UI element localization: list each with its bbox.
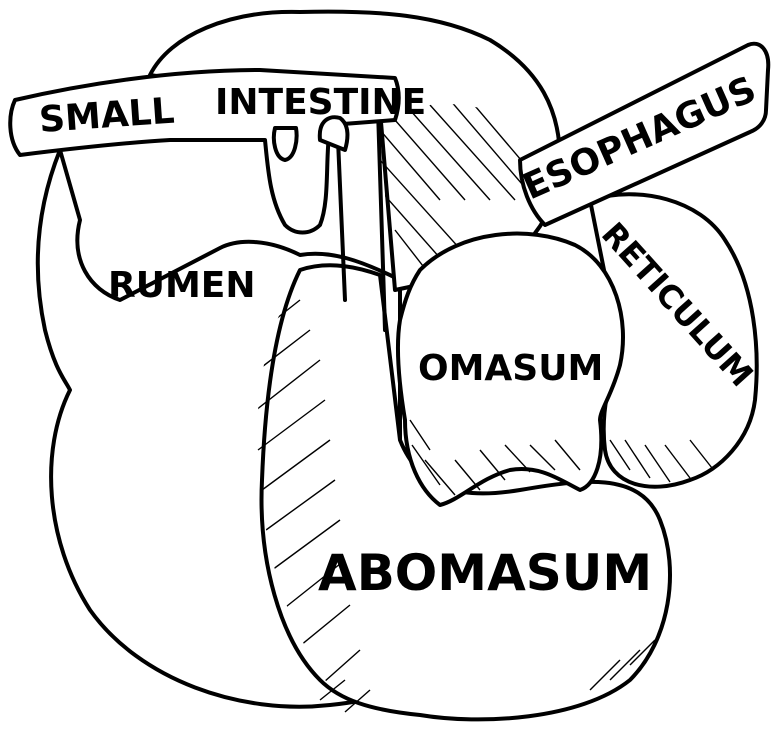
label-abomasum: ABOMASUM <box>318 544 652 602</box>
label-omasum: OMASUM <box>418 348 603 389</box>
label-intestine: INTESTINE <box>215 82 426 123</box>
intestine-loop-left <box>274 128 297 160</box>
label-rumen: RUMEN <box>108 265 256 306</box>
